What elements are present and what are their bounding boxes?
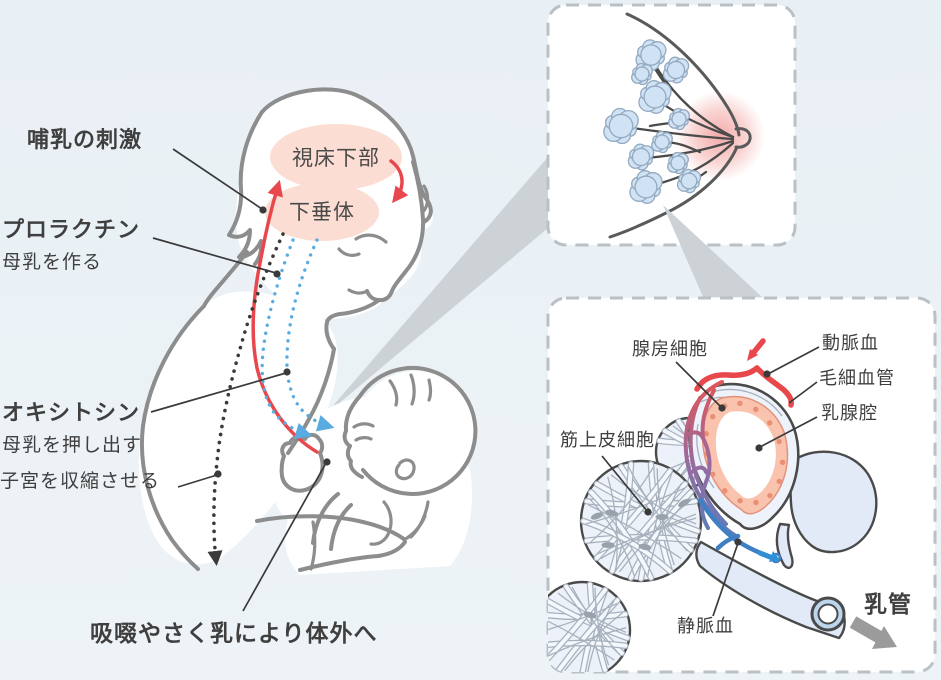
alveolar-cells-label: 腺房細胞 <box>632 339 708 360</box>
alveolus-cell-box <box>546 296 937 674</box>
cell-nuclei <box>703 400 786 506</box>
breast-structure-box <box>546 3 797 247</box>
milk-duct-direction-arrow-icon <box>849 616 897 649</box>
oxytocin-effect2-label: 子宮を収縮させる <box>0 470 161 492</box>
milk-outflow-arrow-icon <box>769 551 780 562</box>
arterial-blood-label: 動脈血 <box>822 333 879 354</box>
label-pointers <box>150 148 331 612</box>
mother-outline <box>139 87 433 572</box>
baby-hair <box>388 373 433 407</box>
baby-eyebrow <box>352 422 375 429</box>
nipple <box>734 127 752 149</box>
capillary-label: 毛細血管 <box>819 368 895 389</box>
mother-eyebrow <box>354 233 388 244</box>
oxytocin-effect1-label: 母乳を押し出す <box>2 434 143 456</box>
duct-ampulla <box>789 450 878 554</box>
mother-eye <box>337 247 361 257</box>
mother-hand <box>279 432 325 493</box>
hormone-dotted-arrow-right <box>285 238 335 432</box>
zoom-beam-to-cell-box <box>663 205 762 297</box>
nursing-stimulus-arrow <box>251 179 319 454</box>
hypothalamus-oval <box>270 124 402 190</box>
hypothalamus-to-pituitary-arrow <box>389 159 409 204</box>
mother-mouth <box>347 288 367 295</box>
hypothalamus-label: 視床下部 <box>292 146 380 170</box>
arterial-inflow-arrow-icon <box>747 349 758 361</box>
oxytocin-label: オキシトシン <box>2 401 141 426</box>
baby-eye <box>354 436 373 442</box>
myoepithelial-cells-label: 筋上皮細胞 <box>560 430 655 451</box>
cell-box-pointers <box>601 346 820 617</box>
mammary-lobules <box>603 39 702 204</box>
baby-arm <box>311 492 353 551</box>
alveolus <box>688 382 800 531</box>
pituitary-label: 下垂体 <box>289 200 355 224</box>
zoom-beam-to-breast-box <box>325 143 560 415</box>
blood-vessels <box>683 338 794 564</box>
myoepithelial-lobe-back <box>548 580 632 672</box>
prolactin-label: プロラクチン <box>2 218 141 243</box>
artery-branch-left <box>694 365 760 392</box>
excretion-label: 吸啜やさく乳により体外へ <box>90 621 378 647</box>
baby-ear <box>394 458 416 481</box>
venous-blood-label: 静脈血 <box>677 616 734 637</box>
mammary-lumen-label: 乳腺腔 <box>821 403 878 424</box>
mammary-lumen-area <box>715 411 776 499</box>
baby-outline <box>311 365 478 551</box>
milk-duct-label: 乳管 <box>864 592 912 618</box>
prolactin-effect-label: 母乳を作る <box>2 251 103 273</box>
pituitary-oval <box>265 183 379 241</box>
milk-duct-system <box>695 450 878 640</box>
hormone-dotted-arrow-left <box>260 238 313 440</box>
brain-regions <box>265 124 409 241</box>
hormone-pathways <box>207 179 335 567</box>
duct-tube <box>695 540 846 640</box>
breast-upper-profile <box>625 12 741 137</box>
nursing-stimulus-label: 哺乳の刺激 <box>27 128 143 153</box>
oxytocin-to-uterus-dotted-arrow <box>207 232 285 567</box>
